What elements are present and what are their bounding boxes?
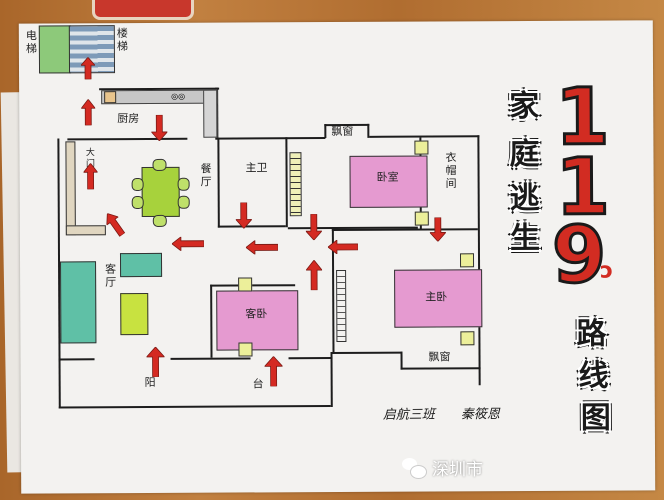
watermark-text: 深圳市 — [432, 460, 483, 480]
red-tray — [92, 0, 194, 20]
arrow-left-icon — [245, 240, 278, 255]
balcony-label-2: 台 — [252, 377, 264, 391]
wall — [215, 137, 326, 140]
arrow-up-icon — [264, 356, 283, 387]
arrow-left-icon — [171, 236, 204, 251]
emergency-number-digit: 9 — [550, 209, 608, 302]
title-char: 庭 — [509, 136, 540, 173]
arrow-up-icon — [81, 99, 96, 126]
wall — [285, 137, 288, 228]
wall — [58, 358, 95, 361]
watermark: 深圳市 — [402, 455, 483, 480]
wall — [324, 124, 327, 139]
arrow-up-icon — [146, 346, 165, 377]
nightstand — [238, 277, 253, 292]
living-room-label: 客厅 — [103, 263, 117, 290]
nightstand — [459, 253, 475, 268]
title-char: 生 — [509, 220, 540, 257]
arrow-up-icon — [83, 163, 98, 190]
wall — [400, 367, 481, 370]
elevator-label: 电梯 — [24, 29, 38, 56]
kitchen-counter-side — [203, 89, 218, 138]
closet-label: 衣帽间 — [443, 151, 458, 191]
stairs-label: 楼梯 — [115, 27, 129, 54]
wall — [217, 137, 220, 228]
arrow-up-left-icon — [102, 210, 128, 239]
signature-name: 秦筱恩 — [460, 407, 500, 423]
stove-icon: ◎◎ — [171, 91, 186, 101]
wall — [210, 284, 296, 287]
sofa-single — [119, 252, 163, 278]
bedroom-label: 卧室 — [376, 170, 399, 184]
wall — [330, 351, 403, 355]
kitchen-label: 厨房 — [117, 112, 140, 126]
shoe-cabinet-foot — [65, 225, 106, 236]
kitchen-sink — [104, 91, 117, 104]
arrow-down-icon — [305, 214, 322, 241]
closet-shelf — [336, 269, 347, 343]
wall — [367, 123, 370, 138]
shoe-cabinet — [65, 141, 76, 236]
drawing-paper: 电梯 楼梯 ◎◎ 厨房 大门 餐厅 主卫 飘窗 — [18, 20, 656, 494]
wall — [210, 284, 213, 358]
balcony-label-1: 阳 — [144, 375, 156, 390]
bay-window-bottom-label: 飘窗 — [428, 350, 451, 364]
chair — [177, 195, 190, 209]
title-char: 逃 — [509, 180, 540, 217]
title-char: 家 — [509, 88, 540, 125]
wall — [330, 352, 333, 408]
arrow-down-icon — [429, 217, 446, 242]
chair — [152, 158, 167, 171]
nightstand — [238, 342, 253, 357]
signature-class: 启航三班 — [382, 407, 435, 423]
elevator-block — [38, 25, 72, 74]
nightstand — [414, 140, 429, 155]
arrow-up-icon — [306, 260, 323, 291]
dining-table — [141, 166, 180, 218]
route-char: 线 — [578, 358, 609, 394]
wall — [369, 135, 480, 138]
arrow-down-icon — [235, 202, 252, 229]
guest-bedroom-label: 客卧 — [245, 307, 268, 321]
wechat-icon — [402, 457, 427, 479]
wardrobe — [289, 152, 302, 217]
coffee-table — [120, 292, 149, 336]
arrow-up-icon — [80, 57, 96, 80]
phone-icon: ↄ — [600, 258, 614, 284]
kitchen-counter — [101, 89, 218, 105]
main-bedroom-label: 主卧 — [425, 290, 448, 304]
chair — [152, 214, 167, 227]
master-bath-label: 主卫 — [245, 161, 268, 175]
chair — [131, 178, 144, 192]
wall — [477, 135, 481, 386]
arrow-down-icon — [151, 114, 168, 141]
nightstand — [460, 331, 475, 346]
nightstand — [414, 211, 429, 226]
route-char: 图 — [580, 400, 611, 436]
chair — [177, 177, 190, 191]
chair — [131, 196, 144, 210]
wall — [288, 357, 333, 360]
sofa-long — [60, 261, 97, 344]
wall — [331, 228, 478, 232]
bay-window-top-label: 飘窗 — [331, 124, 354, 139]
dining-label: 餐厅 — [199, 162, 213, 189]
route-char: 路 — [576, 316, 607, 352]
wall — [67, 137, 188, 141]
wall — [170, 357, 251, 360]
arrow-left-icon — [327, 239, 358, 255]
wall — [58, 405, 331, 409]
